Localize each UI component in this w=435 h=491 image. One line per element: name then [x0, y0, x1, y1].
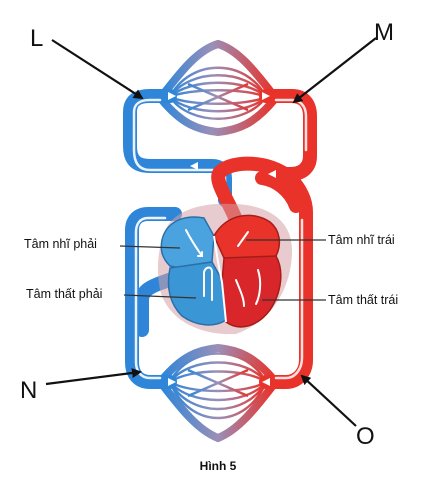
label-L: L	[30, 25, 43, 52]
label-right-atrium: Tâm nhĩ phải	[24, 237, 97, 251]
left-ventricle-chamber	[221, 255, 282, 328]
lower-capillary-bed	[158, 343, 278, 443]
heart	[157, 203, 292, 335]
flow-arrows	[168, 92, 276, 386]
label-N: N	[20, 377, 37, 404]
arrow-M	[292, 37, 377, 104]
red-vessel-highlights	[274, 98, 308, 380]
label-left-ventricle: Tâm thất trái	[328, 293, 398, 307]
leader-lines	[119, 239, 326, 301]
figure-caption: Hình 5	[200, 459, 237, 473]
upper-capillary-bed	[158, 39, 278, 137]
label-M: M	[374, 19, 394, 46]
label-right-ventricle: Tâm thất phải	[26, 287, 102, 301]
pointer-arrows	[45, 37, 377, 427]
arrow-N	[45, 368, 142, 386]
label-left-atrium: Tâm nhĩ trái	[328, 233, 395, 247]
arrow-O	[300, 374, 357, 427]
arrow-L	[51, 39, 144, 100]
label-O: O	[356, 423, 375, 450]
